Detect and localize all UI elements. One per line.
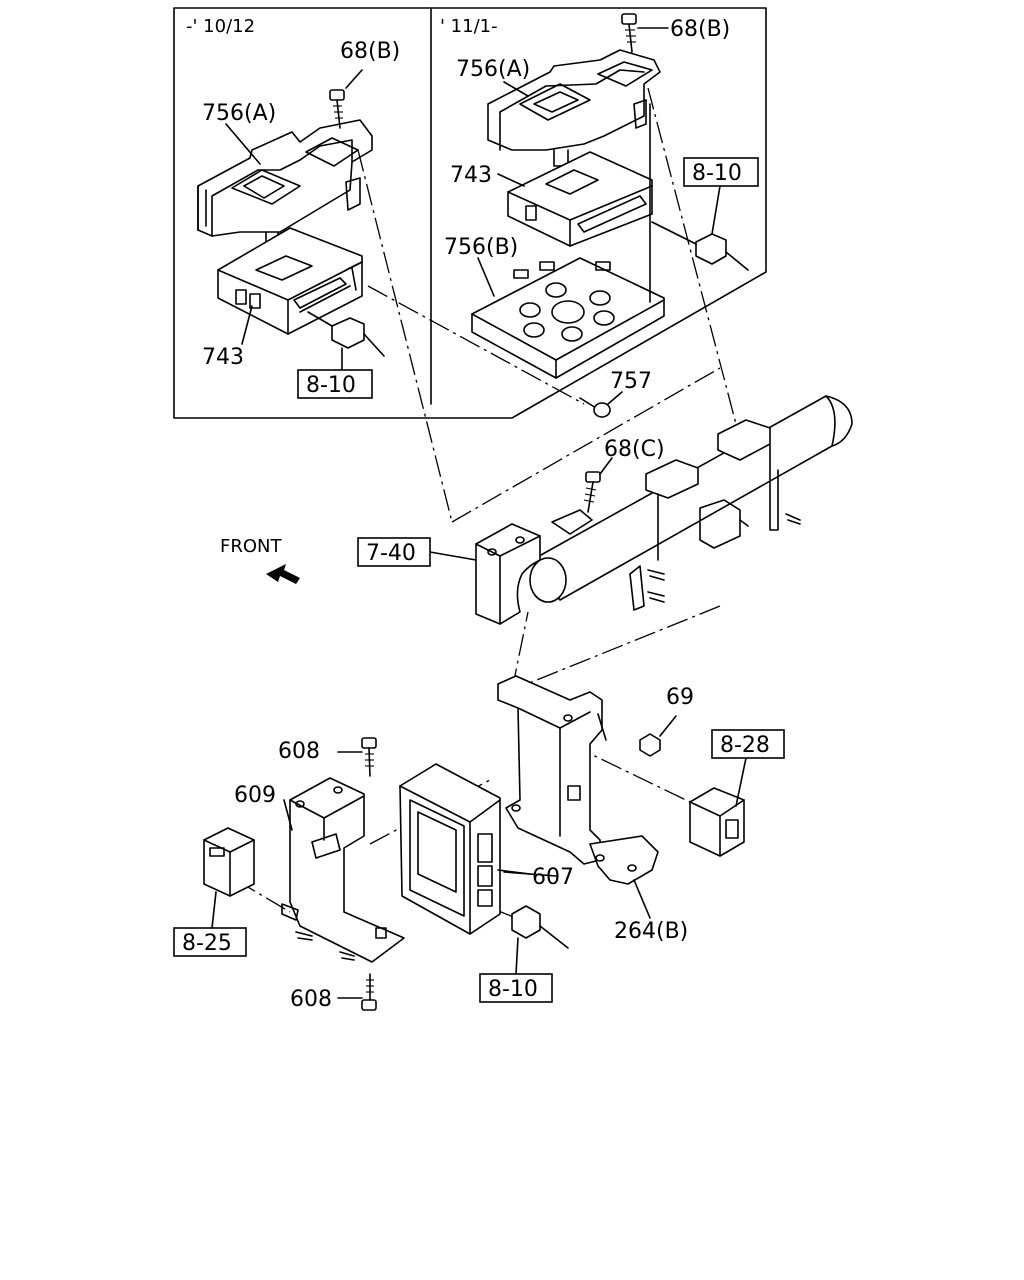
bolt-68b-left bbox=[329, 69, 363, 129]
front-arrow-icon bbox=[266, 564, 300, 584]
bolt-68c bbox=[583, 457, 613, 513]
inset-left-label: -' 10/12 bbox=[186, 16, 255, 37]
ref-810-bottom-text: 8-10 bbox=[488, 977, 538, 1002]
connector-bottom bbox=[511, 905, 569, 975]
plate-756b bbox=[471, 103, 665, 379]
label-68b-right: 68(B) bbox=[670, 17, 730, 42]
label-front: FRONT bbox=[220, 536, 282, 557]
label-756a-right: 756(A) bbox=[456, 57, 530, 82]
bracket-756a-right bbox=[487, 49, 661, 167]
ref-box-828[interactable]: 8-28 bbox=[711, 729, 785, 759]
label-756b: 756(B) bbox=[444, 235, 518, 260]
ref-box-810-right[interactable]: 8-10 bbox=[683, 157, 759, 187]
ecu-607 bbox=[399, 763, 531, 935]
label-69: 69 bbox=[666, 685, 694, 710]
label-743-right: 743 bbox=[450, 163, 492, 188]
module-8-25 bbox=[203, 827, 255, 929]
ref-828-text: 8-28 bbox=[720, 733, 770, 758]
nut-69 bbox=[639, 715, 677, 757]
ref-box-810-bottom[interactable]: 8-10 bbox=[479, 973, 553, 1003]
ref-box-740[interactable]: 7-40 bbox=[357, 537, 431, 567]
ref-740-text: 7-40 bbox=[366, 541, 416, 566]
label-68c: 68(C) bbox=[604, 437, 665, 462]
inset-right-label: ' 11/1- bbox=[440, 16, 498, 37]
label-608-top: 608 bbox=[278, 739, 320, 764]
ref-810-right-text: 8-10 bbox=[692, 161, 742, 186]
ecu-743-left bbox=[217, 227, 363, 335]
bracket-756a-left bbox=[197, 119, 373, 249]
cross-beam bbox=[475, 395, 853, 625]
label-756a-left: 756(A) bbox=[202, 101, 276, 126]
ref-box-825[interactable]: 8-25 bbox=[173, 927, 247, 957]
label-609: 609 bbox=[234, 783, 276, 808]
ref-825-text: 8-25 bbox=[182, 931, 232, 956]
inset-frame bbox=[173, 7, 767, 419]
ref-810-left-text: 8-10 bbox=[306, 373, 356, 398]
relay-8-28 bbox=[689, 757, 747, 857]
label-68b-left: 68(B) bbox=[340, 39, 400, 64]
leader-lines bbox=[225, 81, 651, 919]
bracket-264b bbox=[497, 675, 659, 885]
label-264b: 264(B) bbox=[614, 919, 688, 944]
bolt-608-top bbox=[337, 737, 377, 777]
connector-right bbox=[651, 185, 749, 271]
bracket-609 bbox=[281, 777, 405, 963]
bolt-608-bottom bbox=[337, 973, 377, 1011]
label-607: 607 bbox=[532, 865, 574, 890]
ecu-743-right bbox=[507, 151, 653, 247]
labels: -' 10/12 ' 11/1- 68(B) 68(B) 756(A) 756(… bbox=[186, 16, 730, 1012]
connector-left bbox=[307, 311, 385, 357]
label-608-bottom: 608 bbox=[290, 987, 332, 1012]
ref-box-810-left[interactable]: 8-10 bbox=[297, 369, 373, 399]
bolt-757 bbox=[579, 391, 623, 418]
label-757: 757 bbox=[610, 369, 652, 394]
bolt-68b-right bbox=[621, 13, 669, 53]
label-743-left: 743 bbox=[202, 345, 244, 370]
